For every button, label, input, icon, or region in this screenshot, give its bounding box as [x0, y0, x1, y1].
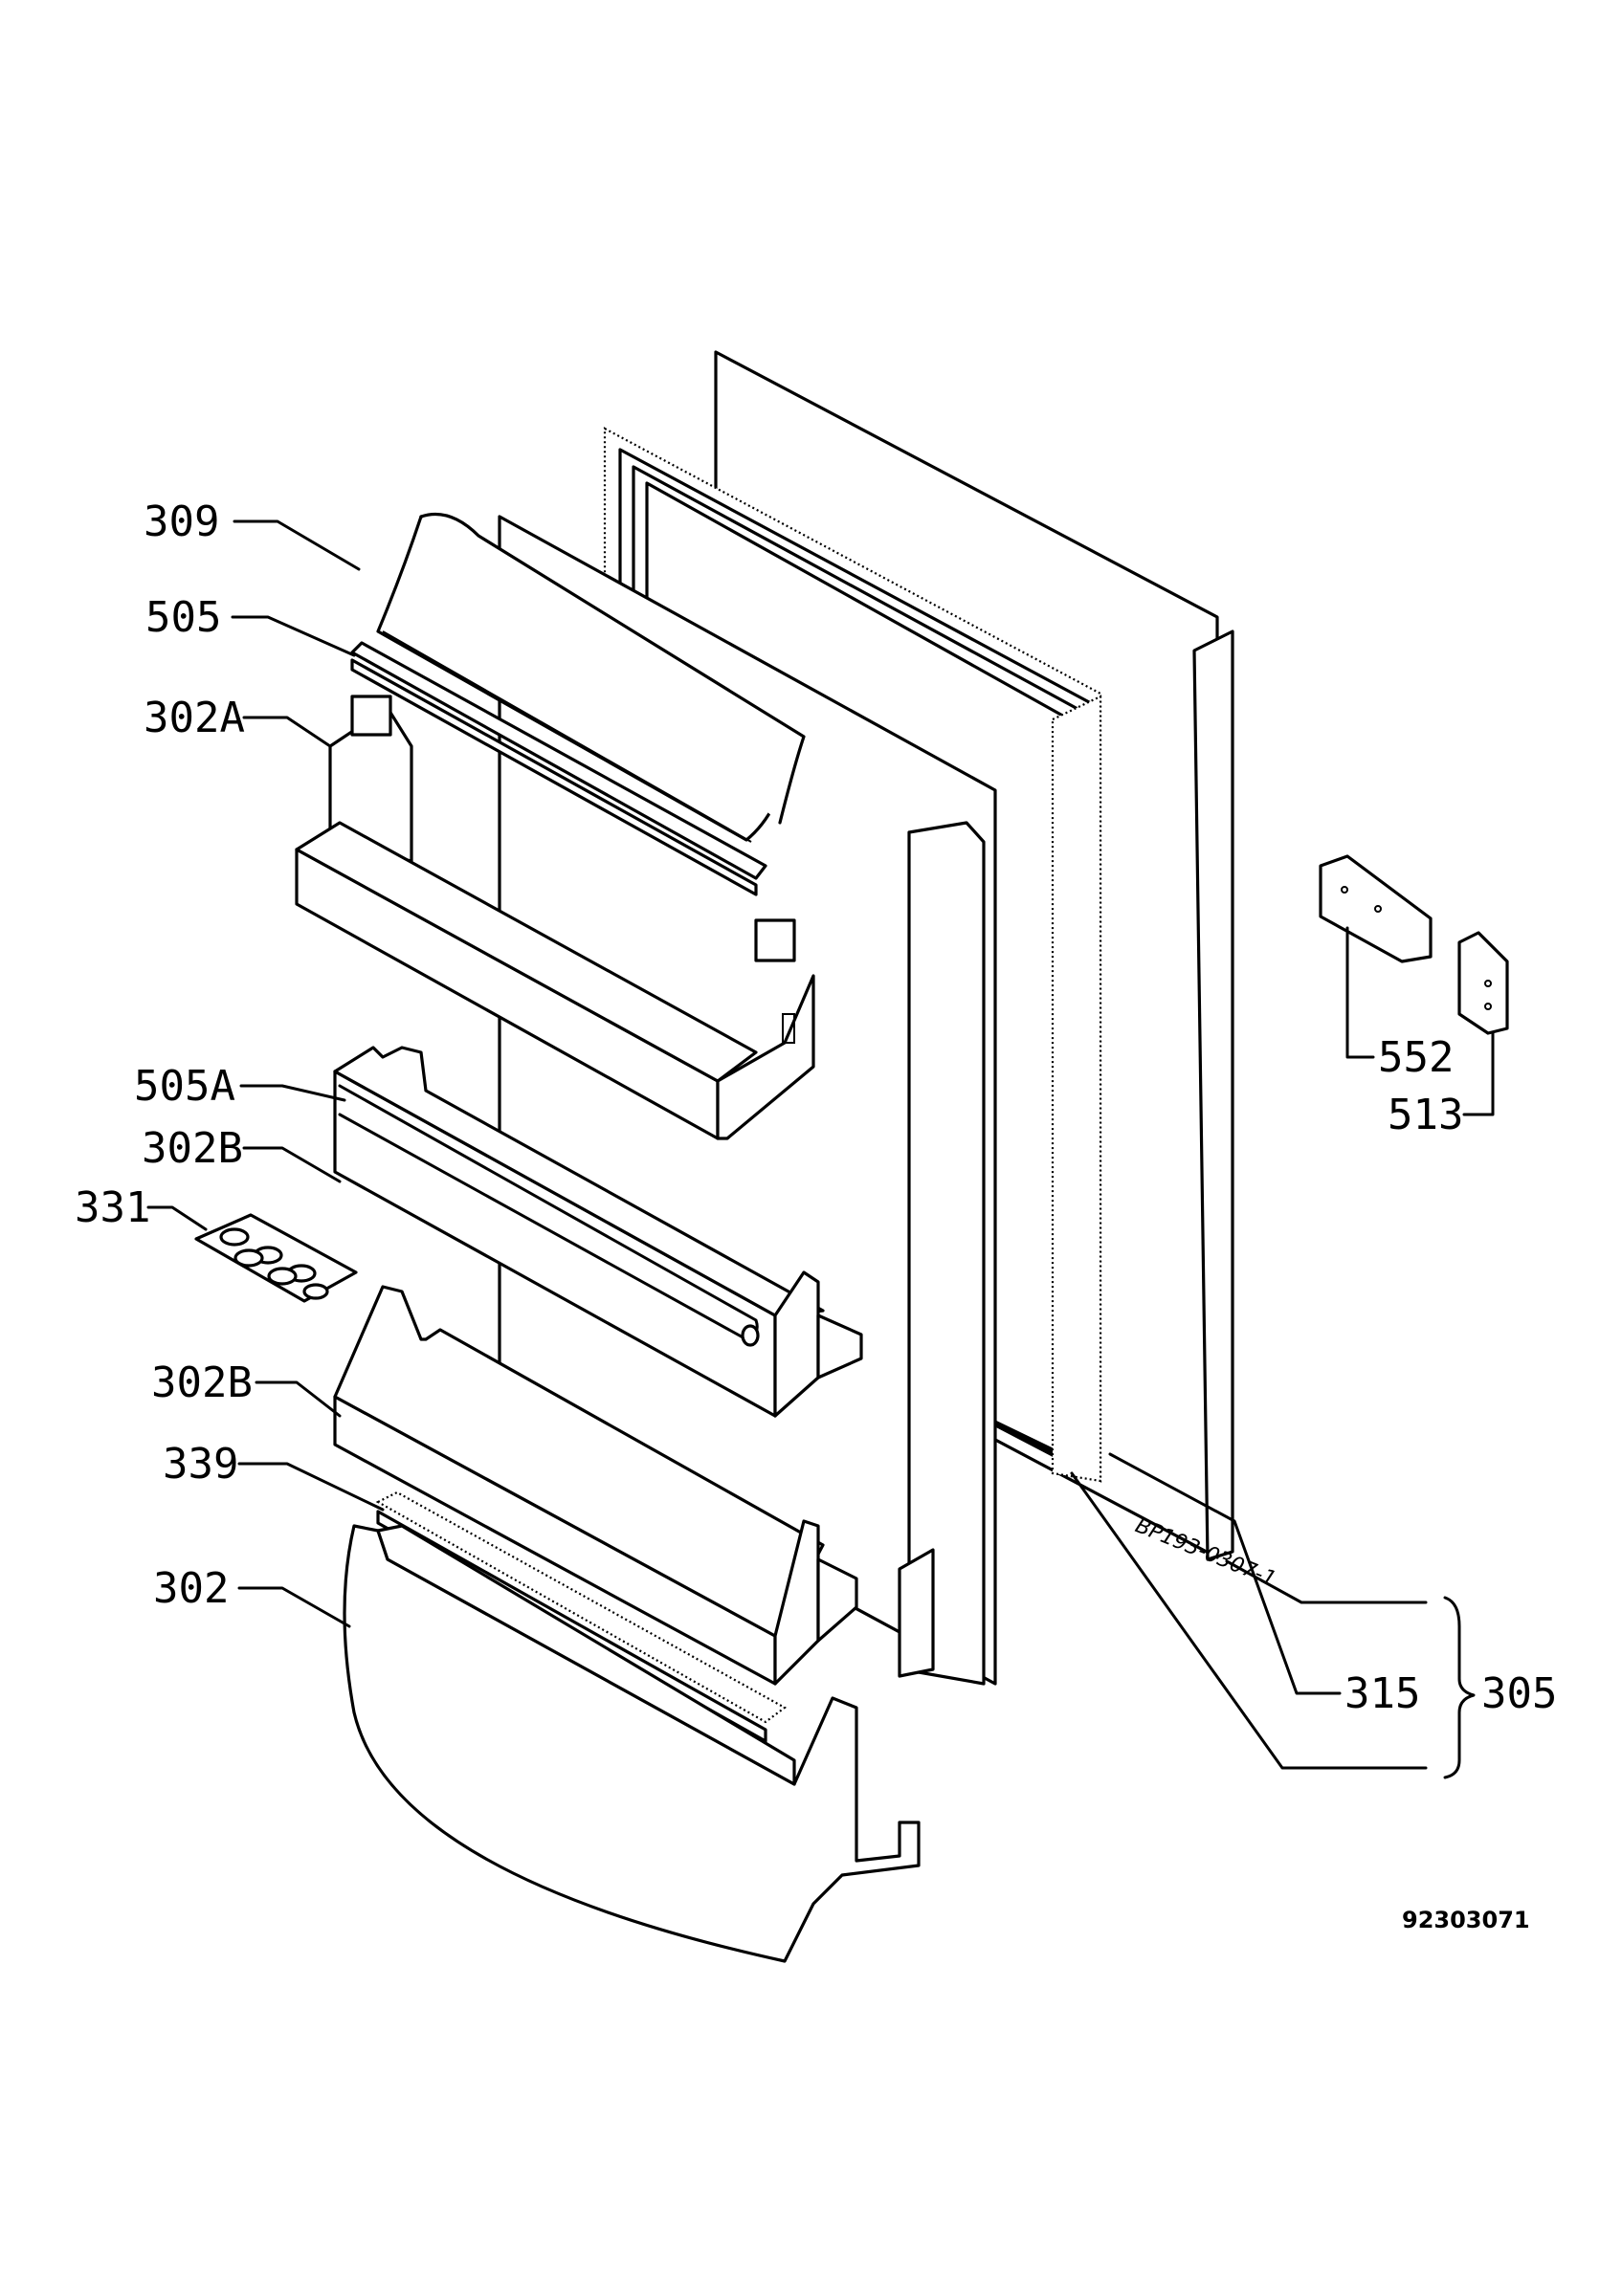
bracket-513	[1457, 931, 1509, 1035]
flap-309	[376, 512, 806, 843]
hinge-552	[1319, 854, 1433, 963]
label-302B-upper: 302B	[142, 1124, 243, 1173]
label-331: 331	[75, 1183, 150, 1232]
label-339: 339	[163, 1440, 238, 1489]
label-505A: 505A	[134, 1062, 235, 1111]
bin-302	[343, 1524, 921, 1963]
label-302A: 302A	[144, 694, 245, 742]
drawing-number: 92303071	[1402, 1907, 1530, 1933]
label-505: 505	[145, 593, 221, 642]
label-315: 315	[1344, 1669, 1420, 1718]
leader-lines	[146, 519, 1495, 1779]
rack-339	[375, 1490, 788, 1743]
shelf-302B-lower	[333, 1285, 858, 1686]
egg-tray-331	[194, 1213, 358, 1303]
label-309: 309	[144, 497, 219, 546]
label-552: 552	[1378, 1033, 1454, 1082]
shelf-302B-upper	[333, 1046, 863, 1418]
shelf-302A	[295, 695, 815, 1140]
label-305: 305	[1481, 1669, 1557, 1718]
label-302: 302	[153, 1564, 229, 1613]
label-302B-lower: 302B	[151, 1358, 253, 1407]
label-513: 513	[1388, 1091, 1463, 1139]
bar-505	[350, 641, 767, 896]
